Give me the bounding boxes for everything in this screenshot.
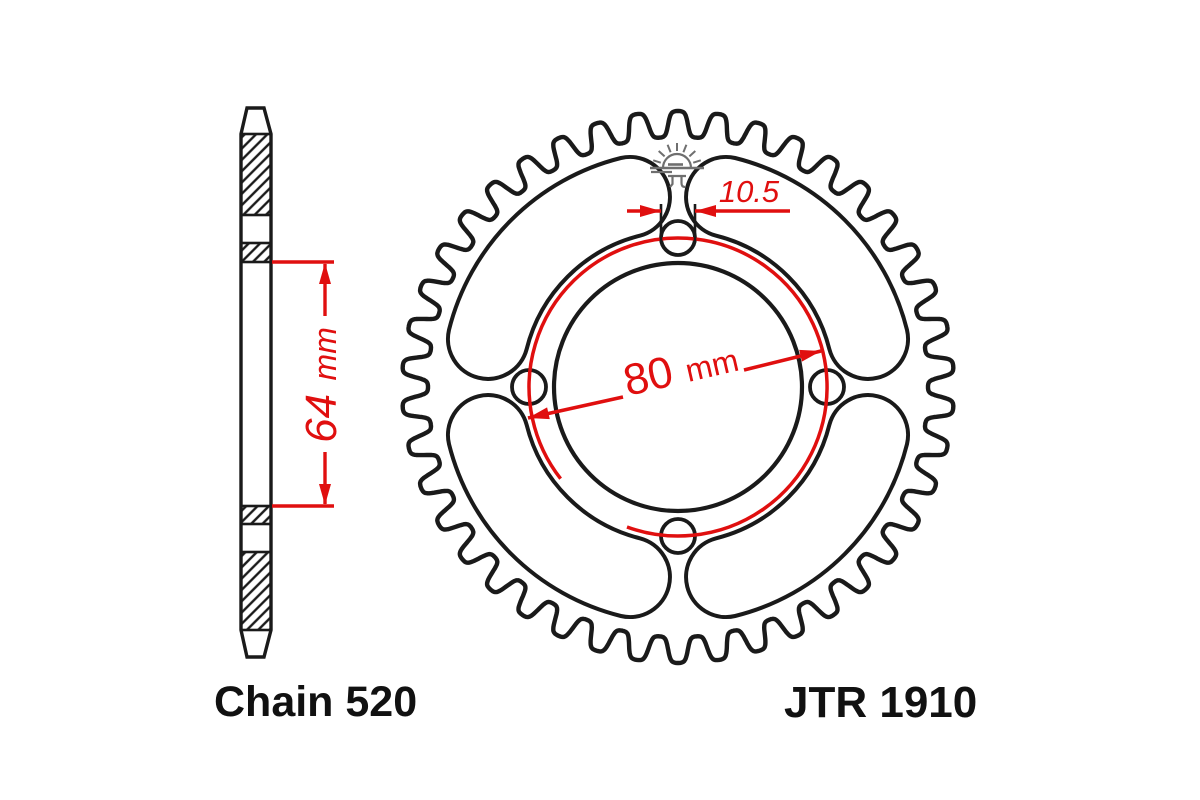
- arrowhead-down: [319, 484, 331, 505]
- bolt-circle-label: 80 mm: [619, 332, 743, 406]
- jt-mark: [668, 174, 686, 189]
- hole-diameter-label: 10.5: [719, 174, 780, 209]
- kidney-cutout-ne: [684, 154, 911, 381]
- bolt-circle-diameter-arc: [527, 236, 829, 538]
- sprocket-teeth-outline: [400, 108, 956, 666]
- hatch-band-hub-bottom: [239, 504, 273, 526]
- side-section-outline: [239, 106, 273, 659]
- arrowhead-upper-right: [799, 349, 821, 362]
- center-bore: [551, 260, 805, 514]
- sprocket-side-section-view: [239, 106, 273, 659]
- hatch-band-hub-top: [239, 241, 273, 264]
- bolt-hole-dimension-10.5: 10.5: [627, 174, 790, 241]
- hatch-band-teeth-top: [239, 132, 273, 217]
- kidney-cutout-nw: [445, 154, 672, 381]
- hub-width-label: 64 mm: [297, 327, 346, 443]
- chain-size-label: Chain 520: [214, 678, 417, 726]
- arrowhead-left: [695, 205, 716, 217]
- bolt-circle-dimension-80mm: 80 mm: [527, 332, 822, 420]
- kidney-cutout-se: [684, 393, 911, 620]
- hub-width-dimension-64mm: 64 mm: [272, 260, 346, 508]
- arrowhead-right: [640, 205, 661, 217]
- arrowhead-up: [319, 263, 331, 284]
- kidney-cutout-sw: [445, 393, 672, 620]
- jt-rising-sun-icon: [650, 143, 704, 189]
- hatch-band-teeth-bottom: [239, 550, 273, 632]
- part-number-label: JTR 1910: [784, 678, 977, 727]
- sprocket-front-view: 10.5 80 mm: [400, 108, 956, 666]
- arrowhead-lower-left: [528, 407, 550, 420]
